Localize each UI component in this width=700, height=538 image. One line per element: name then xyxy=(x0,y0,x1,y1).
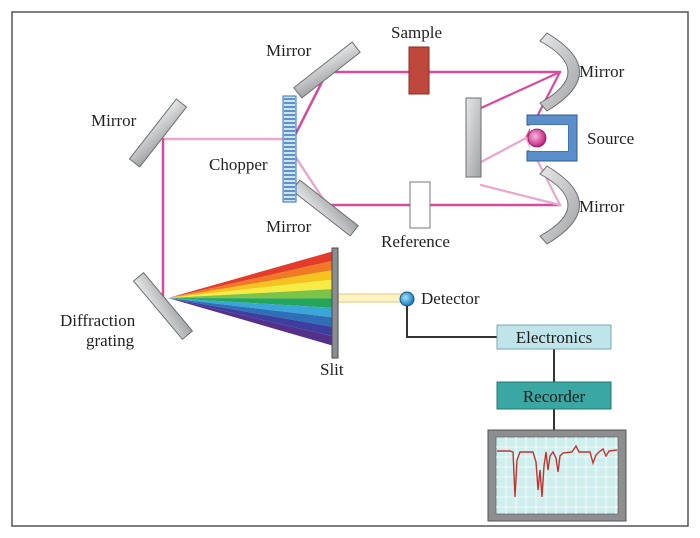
spectrum-band xyxy=(168,289,334,299)
source xyxy=(526,114,578,162)
recorder-screen xyxy=(487,429,627,522)
spectrum-trace xyxy=(497,444,618,498)
source-ray xyxy=(479,136,528,164)
diffraction-grating xyxy=(132,272,194,340)
label-diffraction: Diffraction xyxy=(60,311,136,330)
mirror-right-top-curved xyxy=(539,32,580,112)
label-mirror-right-bottom: Mirror xyxy=(579,197,625,216)
mirror-top xyxy=(293,41,361,99)
sample-cell xyxy=(408,46,430,95)
label-electronics: Electronics xyxy=(516,328,592,347)
beam-slit-to-detector xyxy=(335,293,403,303)
spectrum-band xyxy=(168,260,334,298)
label-sample: Sample xyxy=(391,23,442,42)
mirror-left xyxy=(128,98,188,168)
label-detector: Detector xyxy=(421,289,480,308)
label-mirror-top: Mirror xyxy=(266,41,312,60)
source-ray xyxy=(479,70,562,110)
label-mirror-right-top: Mirror xyxy=(579,62,625,81)
chopper xyxy=(282,95,297,203)
label-mirror-left: Mirror xyxy=(91,111,137,130)
mirror-right-bottom-curved xyxy=(539,165,580,245)
source-ray xyxy=(479,183,562,207)
label-grating: grating xyxy=(86,331,135,350)
signal-wires xyxy=(406,306,555,430)
label-reference: Reference xyxy=(381,232,450,251)
label-slit: Slit xyxy=(320,360,344,379)
spectrum-fan xyxy=(168,251,334,346)
beam-paths xyxy=(161,70,562,303)
spectrum-band xyxy=(168,270,334,298)
spectrum-band xyxy=(168,298,334,346)
reference-cell xyxy=(409,181,431,229)
label-chopper: Chopper xyxy=(209,155,268,174)
source-back-mirror xyxy=(465,97,482,178)
label-mirror-bottom: Mirror xyxy=(266,217,312,236)
slit xyxy=(331,247,339,359)
recorder-box xyxy=(496,381,612,410)
source-lamp xyxy=(527,128,547,148)
detector xyxy=(399,291,415,307)
spectrum-band xyxy=(168,279,334,298)
label-source: Source xyxy=(587,129,634,148)
spectrum-band xyxy=(168,251,334,298)
electronics-box xyxy=(496,324,612,350)
label-recorder: Recorder xyxy=(523,387,586,406)
